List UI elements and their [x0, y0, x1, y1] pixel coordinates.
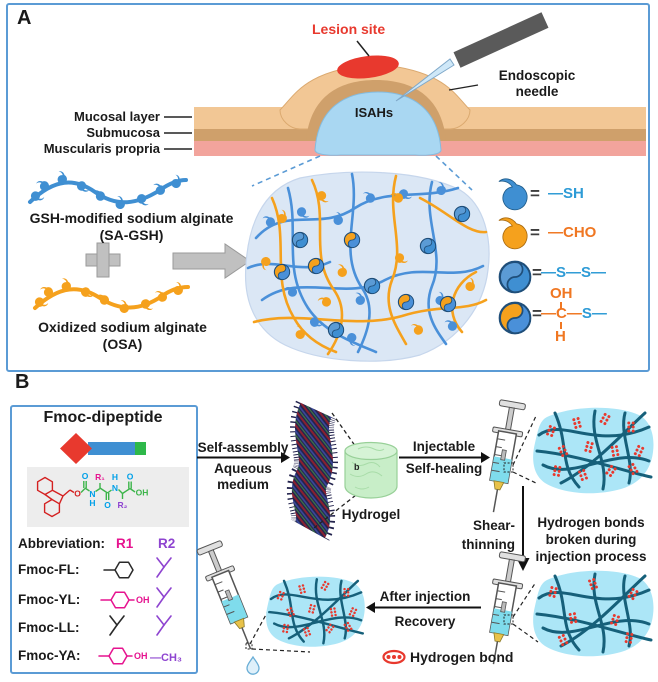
panel-b-label: B [15, 371, 30, 393]
dashed-zoom-connectors-b [245, 415, 539, 653]
after-injection-label: After injection [379, 589, 471, 604]
fmoc-dipeptide-icon [60, 433, 146, 464]
osa-chain [33, 277, 190, 315]
fiber-to-gel-connectors [313, 412, 359, 529]
svg-text:b: b [354, 462, 360, 472]
svg-text:N: N [112, 483, 118, 493]
legend-cho-formula: —CHO [548, 224, 597, 241]
mix-arrow [172, 243, 251, 279]
shear-thinning-label: Shear- thinning [461, 518, 515, 552]
svg-text:OH: OH [134, 651, 148, 661]
legend-cs-formula: —C—S— [541, 305, 607, 322]
r-group-glyphs: OH OH [98, 557, 172, 665]
dashed-zoom-connectors-a [251, 155, 473, 191]
svg-text:OH: OH [136, 595, 150, 605]
osa-label: Oxidized sodium alginate (OSA) [38, 319, 207, 352]
lesion-site-label: Lesion site [312, 21, 386, 37]
legend-eq-4: = [532, 304, 542, 323]
phenol-glyph [98, 647, 133, 665]
svg-text:OH: OH [136, 488, 149, 498]
endoscopic-needle [395, 12, 549, 102]
legend-disulfide-icon [498, 260, 532, 294]
hydrogel-cylinder: b [344, 441, 398, 499]
bonds-broken-label: Hydrogen bonds broken during injection p… [535, 515, 647, 564]
fmoc-title: Fmoc-dipeptide [43, 409, 163, 426]
legend-sh-formula: —SH [548, 185, 584, 202]
submucosa-label: Submucosa [86, 125, 160, 140]
legend-h-bottom: H [555, 328, 566, 345]
sa-gsh-chain [28, 170, 188, 211]
aqueous-medium-label: Aqueous medium [214, 461, 272, 492]
hydrogen-bond-label: Hydrogen bond [410, 649, 514, 665]
r1-header: R1 [116, 536, 134, 551]
legend-eq-1: = [530, 184, 540, 203]
process-arrows [197, 452, 530, 613]
legend-sh-icon [497, 177, 529, 211]
recovery-label: Recovery [394, 614, 456, 629]
fmoc-fl-label: Fmoc-FL: [18, 562, 80, 577]
muscularis-propria-label: Muscularis propria [43, 141, 160, 156]
legend-eq-3: = [532, 263, 542, 282]
hydrogel-label: Hydrogel [341, 507, 401, 522]
isahs-label: ISAHs [354, 105, 394, 120]
legend-ss-formula: —S—S— [541, 264, 607, 281]
svg-text:O: O [74, 489, 81, 499]
fmoc-ll-label: Fmoc-LL: [18, 620, 80, 635]
r2-header: R2 [158, 536, 176, 551]
droplet [246, 655, 260, 675]
isobutyl-glyph-purple [156, 557, 172, 578]
svg-text:O: O [104, 500, 111, 510]
legend-cho-icon [497, 216, 529, 250]
network-blob-broken [531, 569, 655, 658]
isobutyl-glyph-purple [156, 615, 172, 636]
legend-oh-top: OH [550, 285, 573, 302]
sa-gsh-label: GSH-modified sodium alginate (SA-GSH) [29, 210, 234, 243]
svg-text:H: H [112, 472, 118, 482]
benzyl-glyph [103, 561, 134, 579]
abbreviation-label: Abbreviation: [18, 536, 106, 551]
self-healing-label: Self-healing [405, 461, 483, 476]
fmoc-box-frame [10, 405, 198, 674]
hydrogen-bond-icon [382, 649, 406, 665]
panel-a-frame [6, 3, 650, 372]
legend-eq-2: = [530, 223, 540, 242]
mucosal-layer-label: Mucosal layer [74, 109, 160, 124]
svg-text:N: N [89, 489, 95, 499]
injectable-label: Injectable [412, 439, 476, 454]
isobutyl-glyph-purple [156, 587, 172, 608]
endoscopic-needle-label: Endoscopic needle [498, 68, 576, 99]
hydrogel-network-blob [244, 171, 490, 362]
layer-pointer-lines [164, 116, 192, 150]
fmoc-structure: O O N H R₁ O N H R₂ O OH [27, 467, 189, 527]
phenol-glyph [100, 591, 135, 609]
isobutyl-glyph-black [109, 615, 125, 636]
network-blob-recovered [264, 575, 367, 648]
svg-text:O: O [82, 471, 89, 481]
nanofiber-bundle [286, 400, 338, 541]
isahs-hydrogel-dome [314, 91, 442, 156]
network-blob-intact [531, 406, 655, 495]
legend-thioacetal-icon [498, 301, 532, 335]
svg-text:O: O [127, 472, 134, 482]
svg-text:H: H [89, 498, 95, 508]
fmoc-ya-label: Fmoc-YA: [18, 648, 81, 663]
svg-text:R₁: R₁ [95, 472, 105, 482]
self-assembly-label: Self-assembly [197, 440, 289, 455]
panel-a-label: A [17, 7, 32, 29]
svg-text:R₂: R₂ [118, 500, 128, 510]
fmoc-yl-label: Fmoc-YL: [18, 592, 81, 607]
plus-sign [85, 242, 121, 278]
lesion-ellipse [337, 55, 399, 79]
ch3-label: —CH₃ [150, 652, 182, 664]
